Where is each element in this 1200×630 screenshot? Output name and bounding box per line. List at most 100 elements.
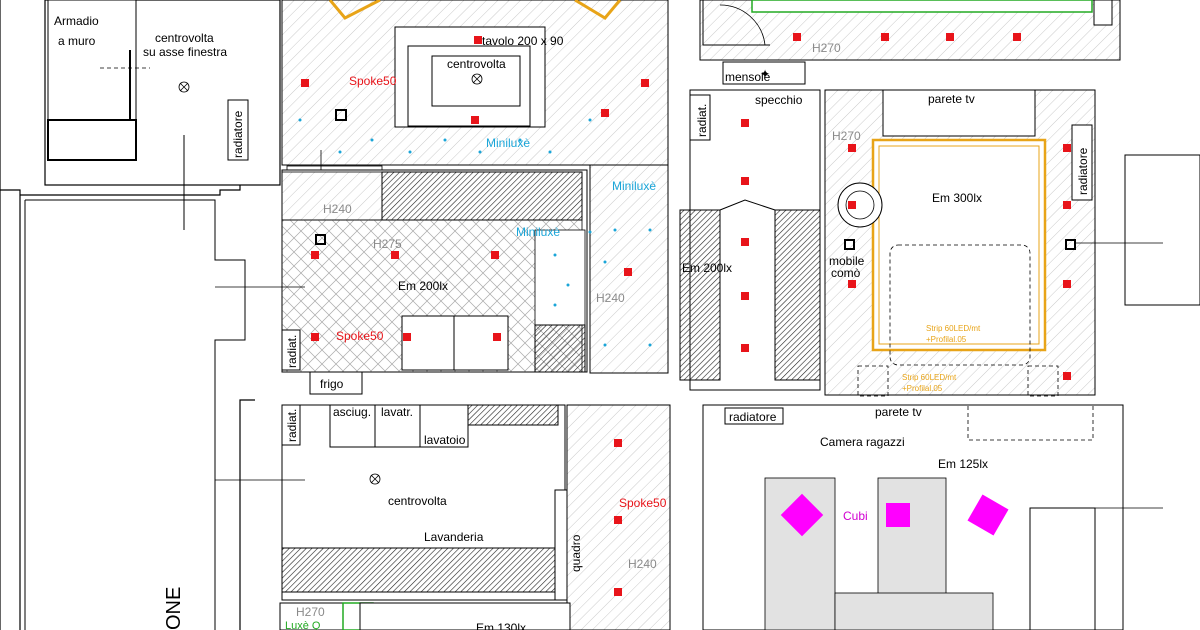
one-label: ONE bbox=[163, 587, 185, 630]
miniluxe-dot bbox=[370, 138, 374, 142]
upper-right-area: H270 mensole ✦ bbox=[699, 0, 1121, 85]
miniluxe-label-3: Miniluxè bbox=[516, 225, 560, 239]
spoke-light-mark bbox=[1063, 144, 1071, 152]
spoke-light-mark bbox=[741, 344, 749, 352]
radiat-label-1: radiat. bbox=[695, 104, 709, 137]
spoke-light-mark bbox=[474, 36, 482, 44]
miniluxe-dot bbox=[548, 150, 552, 154]
miniluxe-dot bbox=[443, 138, 447, 142]
spoke-light-mark bbox=[311, 333, 319, 341]
specchio-label: specchio bbox=[755, 93, 803, 107]
children-room: radiatore parete tv Camera ragazzi Em 12… bbox=[702, 404, 1163, 630]
miniluxe-dot bbox=[518, 138, 522, 142]
spoke-light-mark bbox=[848, 201, 856, 209]
strip-label-1a: Strip 60LED/mt bbox=[926, 324, 981, 333]
spoke-light-mark bbox=[614, 516, 622, 524]
spoke-lights bbox=[301, 33, 1071, 596]
parete-tv-label-1: parete tv bbox=[928, 92, 975, 106]
lavanderia-label: Lavanderia bbox=[424, 530, 484, 544]
em125-label: Em 125lx bbox=[938, 457, 988, 471]
miniluxe-dot bbox=[603, 260, 607, 264]
bottom-bath: H270 Luxè Q Em 130lx bbox=[279, 602, 571, 630]
centrovolta-label-2: centrovolta bbox=[447, 57, 506, 71]
miniluxe-dot bbox=[588, 118, 592, 122]
living-room: H240 H275 Miniluxè Miniluxè Em 200lx Spo… bbox=[215, 164, 669, 395]
miniluxe-dot bbox=[553, 253, 557, 257]
lavatoio-label: lavatoio bbox=[424, 433, 466, 447]
specchio-area: radiat. specchio Em 200lx bbox=[679, 89, 821, 391]
spoke-light-mark bbox=[848, 280, 856, 288]
a-muro-label: a muro bbox=[58, 34, 96, 48]
spoke-light-mark bbox=[741, 292, 749, 300]
como-label: comò bbox=[831, 266, 861, 280]
laundry-room: radiat. asciug. lavatr. lavatoio centrov… bbox=[215, 404, 583, 601]
spoke-light-mark bbox=[491, 251, 499, 259]
spoke-light-mark bbox=[793, 33, 801, 41]
spoke-light-mark bbox=[1013, 33, 1021, 41]
spoke-light-mark bbox=[601, 109, 609, 117]
miniluxe-dot bbox=[298, 118, 302, 122]
spoke-label-2: Spoke50 bbox=[336, 329, 384, 343]
strip-label-2b: +Profilal.05 bbox=[902, 384, 943, 393]
spoke-label-1: Spoke50 bbox=[349, 74, 397, 88]
spoke-light-mark bbox=[624, 268, 632, 276]
h240-label-1: H240 bbox=[323, 202, 352, 216]
miniluxe-dot bbox=[338, 150, 342, 154]
radiatore-label-1: radiatore bbox=[231, 110, 245, 158]
spoke-light-mark bbox=[614, 439, 622, 447]
spoke-label-3: Spoke50 bbox=[619, 496, 667, 510]
miniluxe-dot bbox=[648, 228, 652, 232]
spoke-light-mark bbox=[311, 251, 319, 259]
spoke-light-mark bbox=[391, 251, 399, 259]
spoke-light-mark bbox=[1063, 372, 1071, 380]
spoke-light-mark bbox=[848, 144, 856, 152]
miniluxe-dot bbox=[613, 228, 617, 232]
h270-label-2: H270 bbox=[832, 129, 861, 143]
h270-label-3: H270 bbox=[296, 605, 325, 619]
centrovolta-label-1: centrovolta bbox=[155, 31, 214, 45]
spoke-light-mark bbox=[741, 119, 749, 127]
lavatr-label: lavatr. bbox=[381, 405, 413, 419]
miniluxe-dot bbox=[566, 283, 570, 287]
centrovolta-label-3: centrovolta bbox=[388, 494, 447, 508]
dining-room: tavolo 200 x 90 centrovolta Spoke50 Mini… bbox=[281, 0, 669, 190]
spoke-light-mark bbox=[403, 333, 411, 341]
armadio-label: Armadio bbox=[54, 14, 99, 28]
tavolo-label: tavolo 200 x 90 bbox=[482, 34, 564, 48]
h240-label-3: H240 bbox=[628, 557, 657, 571]
em300-label: Em 300lx bbox=[932, 191, 982, 205]
spoke-light-mark bbox=[301, 79, 309, 87]
frigo-label: frigo bbox=[320, 377, 344, 391]
mobile-label: mobile bbox=[829, 254, 865, 268]
radiat-label-3: radiat. bbox=[285, 409, 299, 442]
miniluxe-dot bbox=[603, 343, 607, 347]
parete-tv-label-2: parete tv bbox=[875, 405, 922, 419]
em200-label-1: Em 200lx bbox=[398, 279, 448, 293]
spoke-light-mark bbox=[471, 116, 479, 124]
strip-label-2a: Strip 60LED/mt bbox=[902, 373, 957, 382]
miniluxe-label-2: Miniluxè bbox=[612, 179, 656, 193]
master-bedroom: parete tv H270 radiatore Em 300lx mobile… bbox=[824, 89, 1163, 397]
asciug-label: asciug. bbox=[333, 405, 371, 419]
h240-label-2: H240 bbox=[596, 291, 625, 305]
h275-label: H275 bbox=[373, 237, 402, 251]
mensole-label: mensole bbox=[725, 70, 771, 84]
miniluxe-dot bbox=[648, 343, 652, 347]
spoke-light-mark bbox=[1063, 201, 1071, 209]
miniluxe-dot bbox=[553, 303, 557, 307]
em130-label: Em 130lx bbox=[476, 621, 526, 630]
em200-label-2: Em 200lx bbox=[682, 261, 732, 275]
h270-label-1: H270 bbox=[812, 41, 841, 55]
miniluxe-dot bbox=[408, 150, 412, 154]
luxe-q-label: Luxè Q bbox=[285, 620, 321, 630]
camera-label: Camera ragazzi bbox=[820, 435, 905, 449]
radiatore-label-2: radiatore bbox=[1076, 147, 1090, 195]
spoke-light-mark bbox=[493, 333, 501, 341]
miniluxe-dot bbox=[478, 150, 482, 154]
su-asse-label: su asse finestra bbox=[143, 45, 227, 59]
spoke-light-mark bbox=[741, 238, 749, 246]
radiat-label-2: radiat. bbox=[285, 335, 299, 368]
spoke-light-mark bbox=[1063, 280, 1071, 288]
